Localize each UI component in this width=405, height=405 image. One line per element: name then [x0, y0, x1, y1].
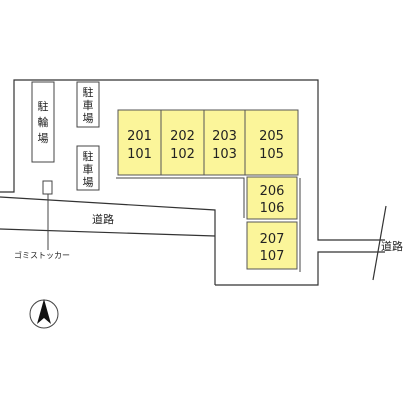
unit-lower: 101 — [127, 147, 152, 162]
garbage-stocker — [42, 180, 53, 195]
unit-lower: 103 — [212, 147, 237, 162]
unit-205-105: 205 105 — [244, 109, 299, 176]
site-boundary-lower — [215, 251, 385, 286]
site-boundary — [0, 196, 216, 285]
unit-202-102: 202 102 — [160, 109, 205, 176]
unit-lower: 107 — [260, 249, 285, 264]
road-edge — [0, 228, 216, 237]
parking-top — [76, 81, 100, 128]
parking-top-label-2: 車 — [83, 98, 94, 112]
unit-lower: 106 — [260, 201, 285, 216]
bicycle-parking-label-2: 輪 — [38, 115, 49, 129]
road-edge-diagonal — [372, 205, 387, 281]
unit-upper: 206 — [260, 184, 285, 199]
parking-bottom-label-1: 駐 — [83, 149, 94, 163]
bicycle-parking-label-1: 駐 — [38, 99, 49, 113]
road-label-main: 道路 — [92, 212, 114, 226]
road-label-right: 道路 — [381, 239, 403, 253]
unit-206-106: 206 106 — [246, 176, 298, 220]
unit-upper: 203 — [212, 129, 237, 144]
garbage-label: ゴミストッカー — [14, 250, 70, 260]
unit-upper: 205 — [259, 129, 284, 144]
unit-upper: 202 — [170, 129, 195, 144]
unit-upper: 207 — [260, 232, 285, 247]
parking-top-label-3: 場 — [83, 112, 94, 125]
bicycle-parking — [31, 81, 55, 163]
unit-203-103: 203 103 — [203, 109, 246, 176]
building-outline — [116, 177, 245, 218]
unit-lower: 102 — [170, 147, 195, 162]
unit-lower: 105 — [259, 147, 284, 162]
bicycle-parking-label-3: 場 — [38, 132, 49, 145]
parking-bottom-label-3: 場 — [83, 176, 94, 189]
parking-bottom-label-2: 車 — [83, 162, 94, 176]
site-boundary-top — [0, 79, 385, 241]
parking-bottom — [76, 145, 100, 191]
unit-207-107: 207 107 — [246, 221, 298, 270]
unit-upper: 201 — [127, 129, 152, 144]
unit-201-101: 201 101 — [117, 109, 162, 176]
north-arrow-icon — [29, 299, 59, 329]
parking-top-label-1: 駐 — [83, 85, 94, 99]
